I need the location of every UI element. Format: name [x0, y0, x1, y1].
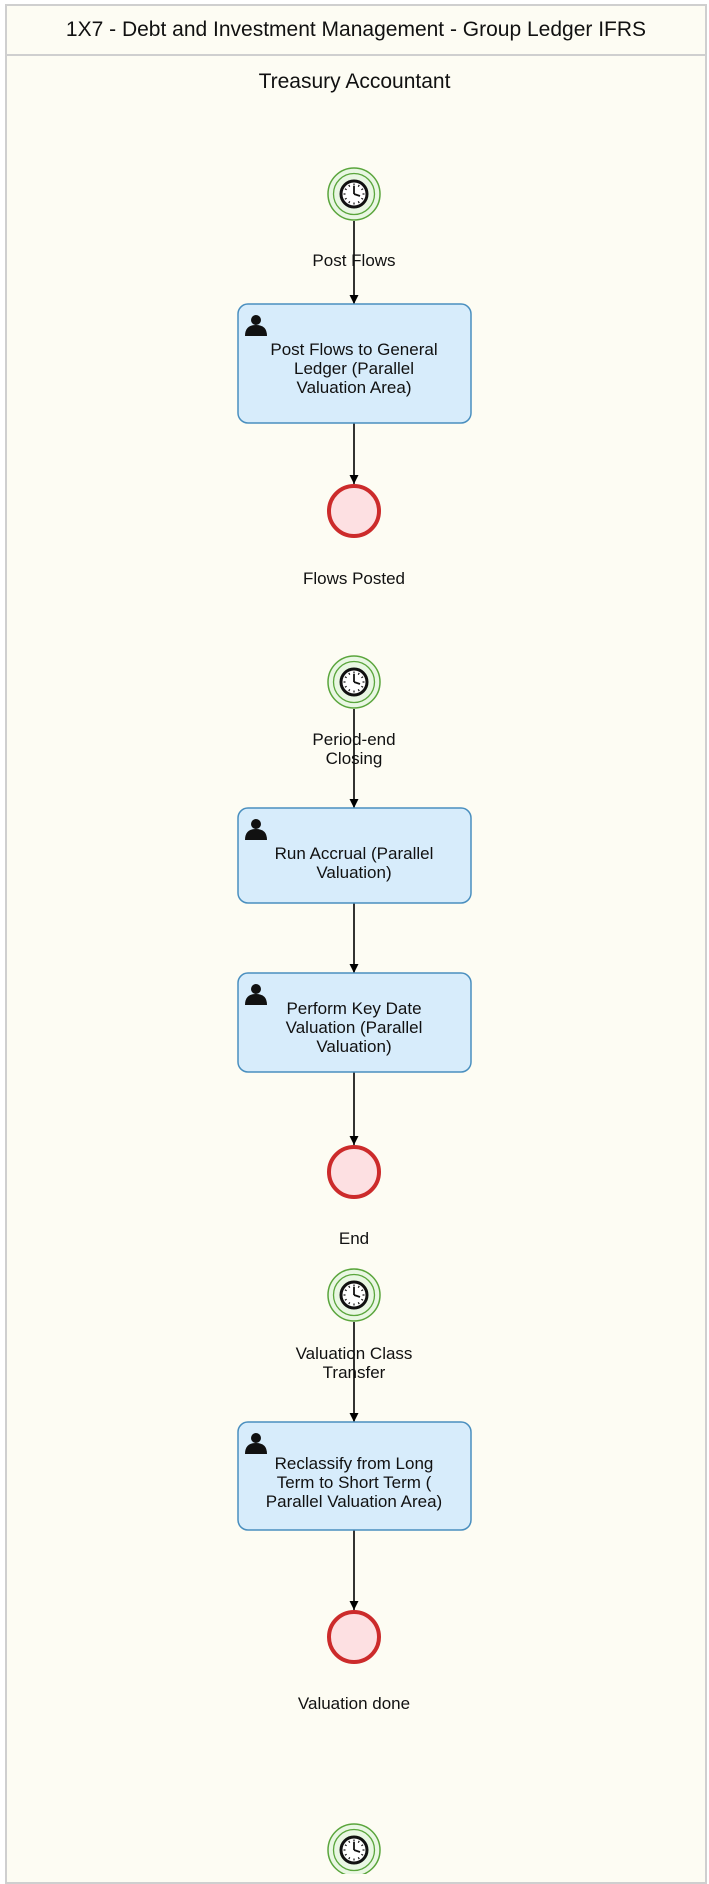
pool-title: 1X7 - Debt and Investment Management - G… [5, 4, 707, 56]
task-label: Perform Key Date [286, 999, 421, 1018]
task-label: Valuation (Parallel [286, 1018, 423, 1037]
start-event-label: Post Flows [312, 251, 395, 270]
task-box [237, 303, 472, 424]
timer-start-event-4[interactable] [327, 1823, 381, 1874]
task-label: Parallel Valuation Area) [266, 1492, 442, 1511]
user-icon [245, 315, 267, 336]
user-task-4[interactable] [237, 1421, 472, 1531]
lane-title: Treasury Accountant [258, 70, 451, 93]
user-icon [245, 984, 267, 1005]
start-event-inner-circle [332, 172, 376, 216]
task-label: Term to Short Term ( [277, 1473, 432, 1492]
timer-start-event-2[interactable] [327, 655, 381, 709]
task-box [237, 807, 472, 904]
clock-icon [339, 1835, 369, 1865]
timer-start-event-3[interactable] [327, 1268, 381, 1322]
start-event-label: Valuation Class [296, 1344, 413, 1363]
task-label: Valuation Area) [297, 378, 412, 397]
task-box [237, 1421, 472, 1531]
end-event-2[interactable] [327, 1145, 381, 1199]
task-label: Reclassify from Long [275, 1454, 434, 1473]
user-task-3[interactable] [237, 972, 472, 1073]
start-event-inner-circle [332, 1273, 376, 1317]
clock-icon [339, 179, 369, 209]
end-event-1[interactable] [327, 484, 381, 538]
end-event-label: Flows Posted [303, 569, 405, 588]
user-icon [245, 819, 267, 840]
user-task-1[interactable] [237, 303, 472, 424]
end-event-label: End [339, 1229, 369, 1248]
start-event-label: Period-end [312, 730, 395, 749]
end-event-3[interactable] [327, 1610, 381, 1664]
task-label: Run Accrual (Parallel [275, 844, 434, 863]
user-icon [245, 1433, 267, 1454]
end-event-label: Valuation done [298, 1694, 410, 1713]
start-event-label: Transfer [323, 1363, 386, 1382]
task-label: Post Flows to General [270, 340, 437, 359]
start-event-label: Closing [326, 749, 383, 768]
timer-start-event-1[interactable] [327, 167, 381, 221]
task-label: Ledger (Parallel [294, 359, 414, 378]
task-box [237, 972, 472, 1073]
start-event-inner-circle [332, 660, 376, 704]
task-label: Valuation) [316, 1037, 391, 1056]
user-task-2[interactable] [237, 807, 472, 904]
clock-icon [339, 1280, 369, 1310]
start-event-inner-circle [332, 1828, 376, 1872]
clock-icon [339, 667, 369, 697]
task-label: Valuation) [316, 863, 391, 882]
